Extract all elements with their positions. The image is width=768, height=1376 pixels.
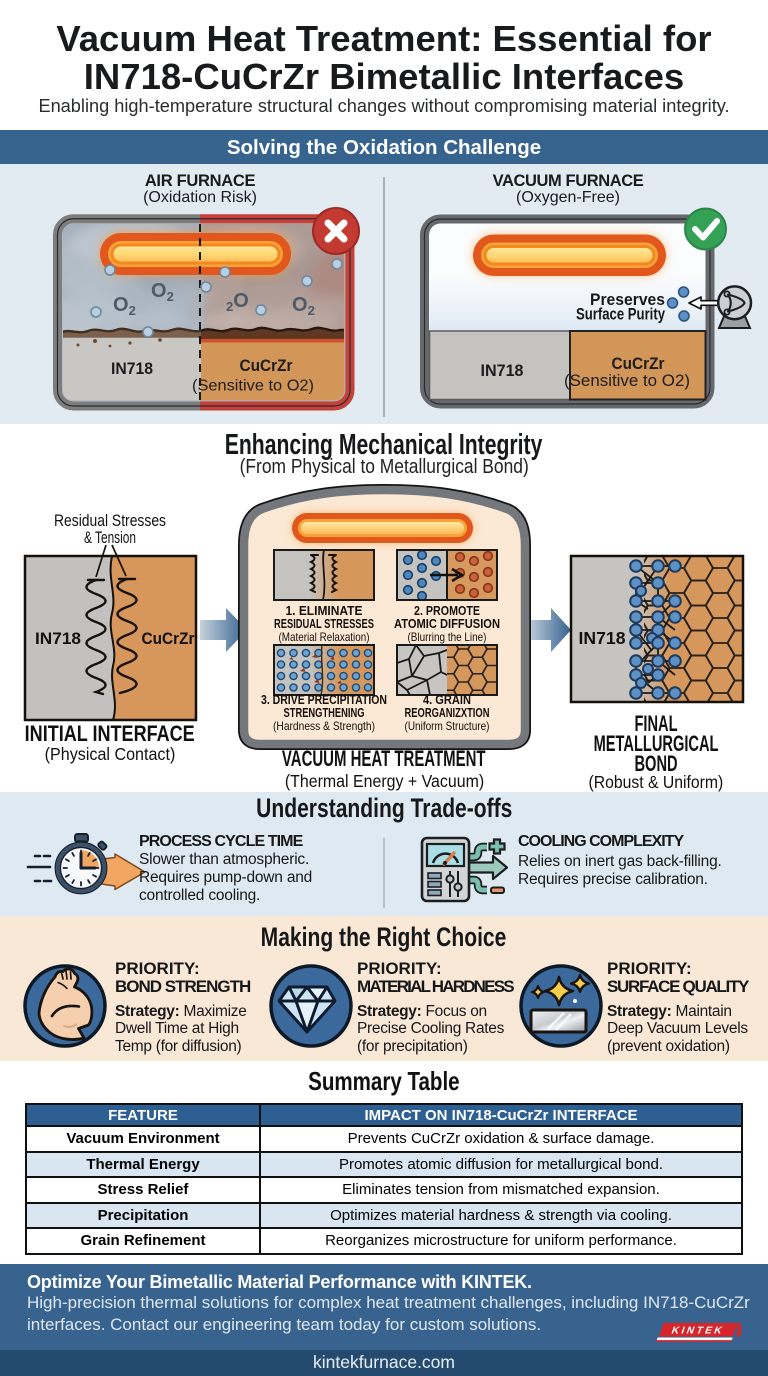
- svg-text:IN718: IN718: [481, 362, 524, 380]
- svg-text:ATOMIC DIFFUSION: ATOMIC DIFFUSION: [394, 617, 500, 631]
- svg-text:& Tension: & Tension: [84, 528, 136, 547]
- svg-text:2. PROMOTE: 2. PROMOTE: [414, 604, 480, 618]
- svg-text:CuCrZr: CuCrZr: [240, 356, 293, 375]
- svg-text:(Blurring the Line): (Blurring the Line): [408, 630, 487, 644]
- svg-text:(Hardness & Strength): (Hardness & Strength): [273, 719, 375, 733]
- svg-text:2O: 2O: [226, 290, 249, 314]
- svg-text:(Sensitive to O2): (Sensitive to O2): [564, 372, 690, 390]
- svg-text:IN718: IN718: [111, 360, 153, 378]
- svg-text:CuCrZr: CuCrZr: [142, 629, 195, 648]
- svg-text:Residual Stresses: Residual Stresses: [54, 511, 166, 530]
- svg-text:4. GRAIN: 4. GRAIN: [423, 693, 471, 707]
- svg-text:CuCrZr: CuCrZr: [612, 354, 665, 373]
- svg-text:(Uniform Structure): (Uniform Structure): [405, 719, 490, 733]
- svg-text:IN718: IN718: [35, 629, 81, 648]
- svg-text:(Sensitive to O2): (Sensitive to O2): [192, 378, 314, 395]
- svg-text:3. DRIVE PRECIPITATION: 3. DRIVE PRECIPITATION: [261, 693, 387, 707]
- svg-text:IN718: IN718: [579, 628, 626, 648]
- svg-text:RESIDUAL STRESSES: RESIDUAL STRESSES: [274, 617, 374, 631]
- svg-text:Surface Purity: Surface Purity: [576, 305, 665, 324]
- svg-text:KINTEK: KINTEK: [670, 1326, 726, 1337]
- svg-text:Preserves: Preserves: [590, 290, 665, 309]
- svg-text:STRENGTHENING: STRENGTHENING: [284, 706, 365, 720]
- svg-text:(Material Relaxation): (Material Relaxation): [279, 630, 370, 644]
- svg-text:1. ELIMINATE: 1. ELIMINATE: [286, 604, 363, 618]
- svg-text:REORGANIZXTION: REORGANIZXTION: [405, 706, 490, 720]
